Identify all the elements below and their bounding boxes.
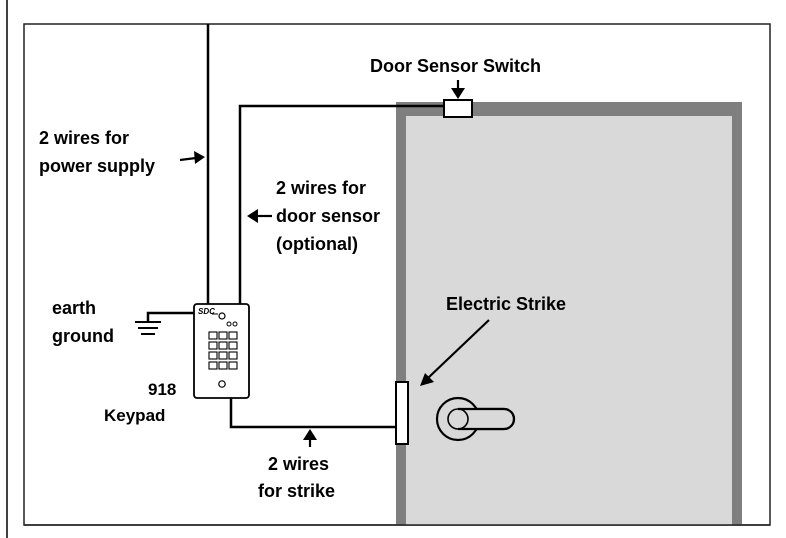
earth-ground-wire bbox=[146, 311, 196, 321]
keypad-918: SDC bbox=[193, 303, 250, 399]
keypad-buttons bbox=[208, 331, 238, 370]
door-sensor-arrowhead bbox=[247, 209, 258, 223]
door-sensor-switch-arrowhead bbox=[451, 88, 465, 99]
earth-ground-icon bbox=[135, 321, 161, 335]
earth-ground-label-line2: ground bbox=[52, 326, 114, 346]
strike-wires-label-line2: for strike bbox=[258, 481, 335, 501]
earth-ground-label-line1: earth bbox=[52, 298, 96, 318]
door-sensor-label-line1: 2 wires for bbox=[276, 178, 366, 198]
strike-wires-label-line1: 2 wires bbox=[268, 454, 329, 474]
door-handle bbox=[435, 396, 516, 442]
keypad-label-line2: Keypad bbox=[104, 406, 165, 425]
keypad-label-line1: 918 bbox=[148, 380, 176, 399]
door-sensor-switch-label: Door Sensor Switch bbox=[370, 56, 541, 76]
strike-wire bbox=[229, 396, 396, 429]
door-sensor-wire bbox=[238, 104, 446, 306]
power-supply-arrowhead bbox=[194, 151, 205, 164]
electric-strike bbox=[395, 381, 409, 445]
strike-wires-arrowhead bbox=[303, 429, 317, 440]
power-supply-label-line1: 2 wires for bbox=[39, 128, 129, 148]
power-supply-arrow bbox=[179, 156, 197, 162]
power-supply-label-line2: power supply bbox=[39, 156, 155, 176]
electric-strike-arrow bbox=[427, 319, 490, 379]
keypad-brand: SDC bbox=[198, 307, 215, 316]
door-sensor-label-line2: door sensor bbox=[276, 206, 380, 226]
electric-strike-label: Electric Strike bbox=[446, 294, 566, 314]
electric-strike-arrowhead bbox=[420, 373, 434, 386]
door-sensor-label-line3: (optional) bbox=[276, 234, 358, 254]
door-sensor-switch bbox=[443, 99, 473, 118]
door-panel bbox=[406, 116, 732, 525]
